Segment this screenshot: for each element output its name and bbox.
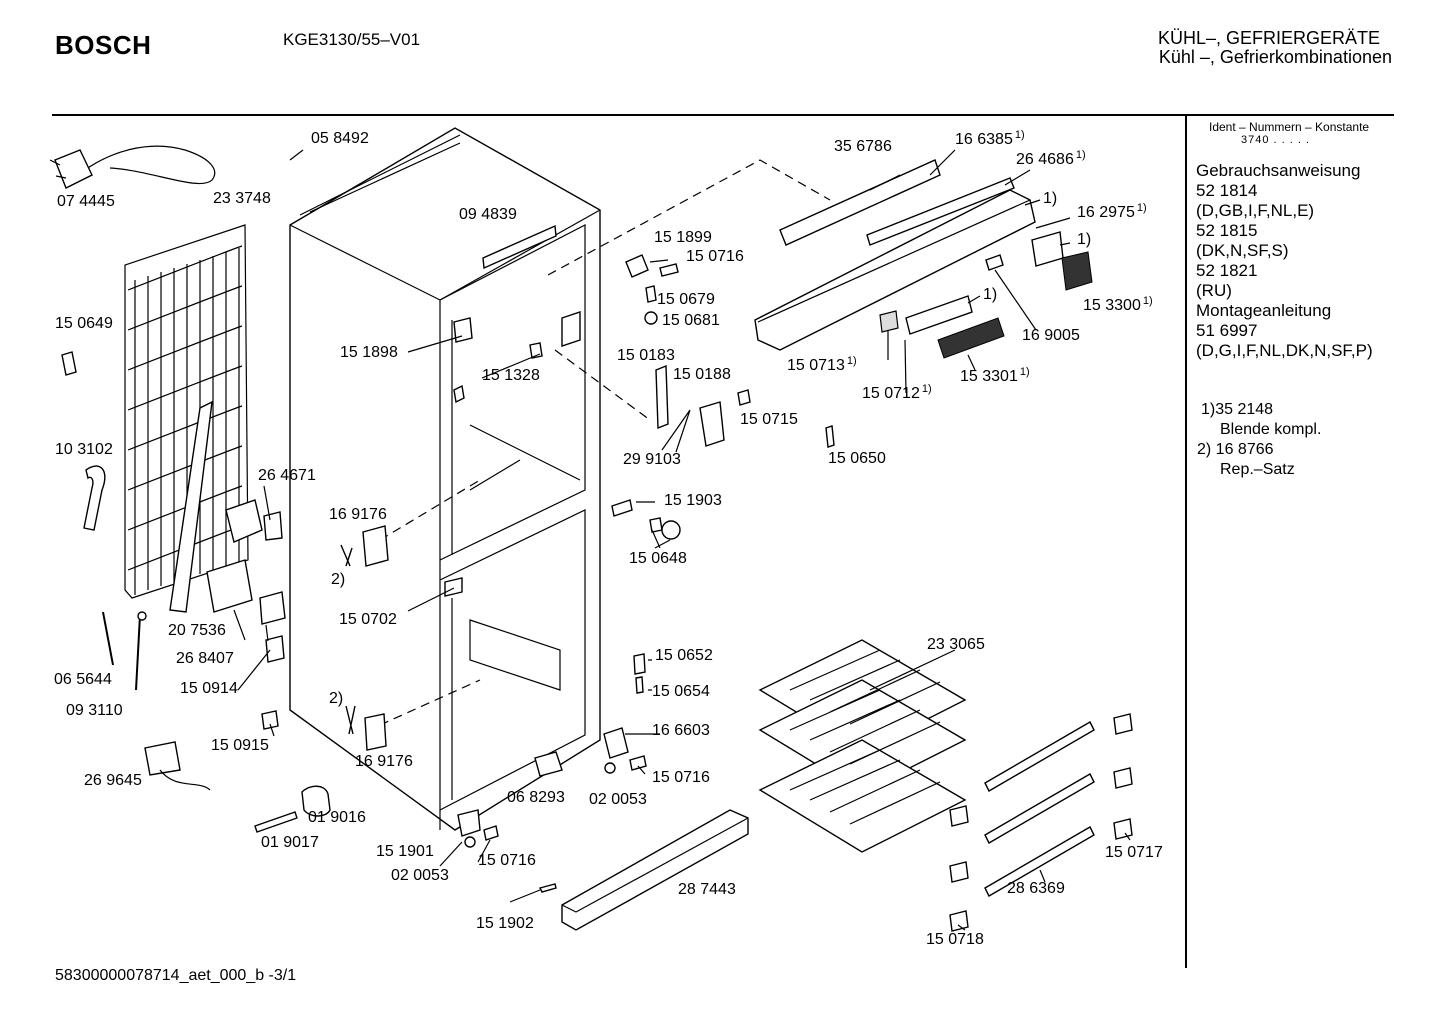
part-label: 15 0679: [657, 291, 715, 308]
sidebar-note: Rep.–Satz: [1220, 461, 1295, 478]
part-label: 29 9103: [623, 451, 681, 468]
part-label: 15 0915: [211, 737, 269, 754]
part-label: 01 9017: [261, 834, 319, 851]
sidebar-line: 52 1821: [1196, 261, 1258, 280]
sidebar-line: (DK,N,SF,S): [1196, 241, 1289, 260]
sidebar-line: 51 6997: [1196, 321, 1258, 340]
part-label: 15 0715: [740, 411, 798, 428]
ident-title: Ident – Nummern – Konstante: [1209, 120, 1370, 134]
part-label: 05 8492: [311, 130, 369, 147]
part-label: 15 0681: [662, 312, 720, 329]
cabinet: [289, 127, 601, 831]
part-label: 06 8293: [507, 789, 565, 806]
model-number: KGE3130/55–V01: [283, 30, 421, 49]
part-label: 26 8407: [176, 650, 234, 667]
document-code: 58300000078714_aet_000_b -3/1: [55, 967, 297, 984]
part-label: 15 1903: [664, 492, 722, 509]
part-label: 2): [329, 690, 344, 707]
sidebar-line: Montageanleitung: [1196, 301, 1332, 320]
part-label: 15 0702: [339, 611, 397, 628]
part-label: 15 0183: [617, 347, 675, 364]
dashed-leaders: [379, 159, 831, 726]
sidebar-note: 1)35 2148: [1201, 401, 1274, 418]
right-middle-parts: [603, 254, 835, 774]
part-label: 35 6786: [834, 138, 892, 155]
kick-plate: [561, 809, 749, 931]
freezer-baskets: [758, 639, 967, 853]
sidebar-line: 52 1815: [1196, 221, 1258, 240]
part-label: 10 3102: [55, 441, 113, 458]
part-label: 15 1328: [482, 367, 540, 384]
left-small-parts: [61, 351, 331, 833]
part-label: 15 0716: [478, 852, 536, 869]
part-label: 16 9176: [355, 753, 413, 770]
part-label: 1): [1043, 190, 1058, 207]
part-label: 02 0053: [589, 791, 647, 808]
part-label: 15 1902: [476, 915, 534, 932]
part-label: 28 7443: [678, 881, 736, 898]
part-label: 16 9005: [1022, 327, 1080, 344]
part-label: 09 4839: [459, 206, 517, 223]
part-label: 15 0648: [629, 550, 687, 567]
part-label: 15 1901: [376, 843, 434, 860]
part-label: 15 0718: [926, 931, 984, 948]
part-label: 15 0654: [652, 683, 710, 700]
part-label: 15 0652: [655, 647, 713, 664]
part-label: 1): [983, 286, 998, 303]
sidebar-line: (D,G,I,F,NL,DK,N,SF,P): [1196, 341, 1373, 360]
part-label: 15 0716: [686, 248, 744, 265]
part-label: 15 0914: [180, 680, 238, 697]
sidebar-note: Blende kompl.: [1220, 421, 1322, 438]
category-title: KÜHL–, GEFRIERGERÄTE: [1157, 28, 1380, 48]
part-label: 15 0188: [673, 366, 731, 383]
ident-constant: 3740 . . . . .: [1241, 134, 1311, 146]
part-label: 09 3110: [66, 702, 123, 719]
sidebar-note: 2) 16 8766: [1197, 441, 1274, 458]
part-label: 15 0649: [55, 315, 113, 332]
brand-logo-text: BOSCH: [55, 30, 152, 60]
power-cord: [49, 145, 216, 189]
header-divider: [52, 114, 1394, 116]
part-label: 2): [331, 571, 346, 588]
part-label: 15 1898: [340, 344, 398, 361]
condenser-coil: [124, 224, 249, 613]
part-label: 15 1899: [654, 229, 712, 246]
part-label: 16 9176: [329, 506, 387, 523]
sidebar-line: (D,GB,I,F,NL,E): [1196, 201, 1315, 220]
sidebar-line: (RU): [1196, 281, 1232, 300]
sidebar-divider: [1185, 116, 1187, 968]
sidebar-line: Gebrauchsanweisung: [1196, 161, 1361, 180]
part-label: 15 0650: [828, 450, 886, 467]
part-label: 01 9016: [308, 809, 366, 826]
part-label: 1): [1077, 231, 1092, 248]
part-label: 26 9645: [84, 772, 142, 789]
rails-clips: [949, 713, 1133, 932]
part-label: 28 6369: [1007, 880, 1065, 897]
part-label: 07 4445: [57, 193, 115, 210]
sidebar-line: 52 1814: [1196, 181, 1258, 200]
part-label: 16 6603: [652, 722, 710, 739]
part-label: 23 3065: [927, 636, 985, 653]
part-label: 23 3748: [213, 190, 271, 207]
middle-parts: [340, 525, 563, 893]
category-subtitle: Kühl –, Gefrierkombinationen: [1158, 47, 1392, 67]
part-label: 26 4671: [258, 467, 316, 484]
leader-lines: [233, 149, 1131, 931]
part-label: 06 5644: [54, 671, 112, 688]
part-label: 15 0716: [652, 769, 710, 786]
part-label: 02 0053: [391, 867, 449, 884]
part-label: 20 7536: [168, 622, 226, 639]
part-label: 15 0717: [1105, 844, 1163, 861]
